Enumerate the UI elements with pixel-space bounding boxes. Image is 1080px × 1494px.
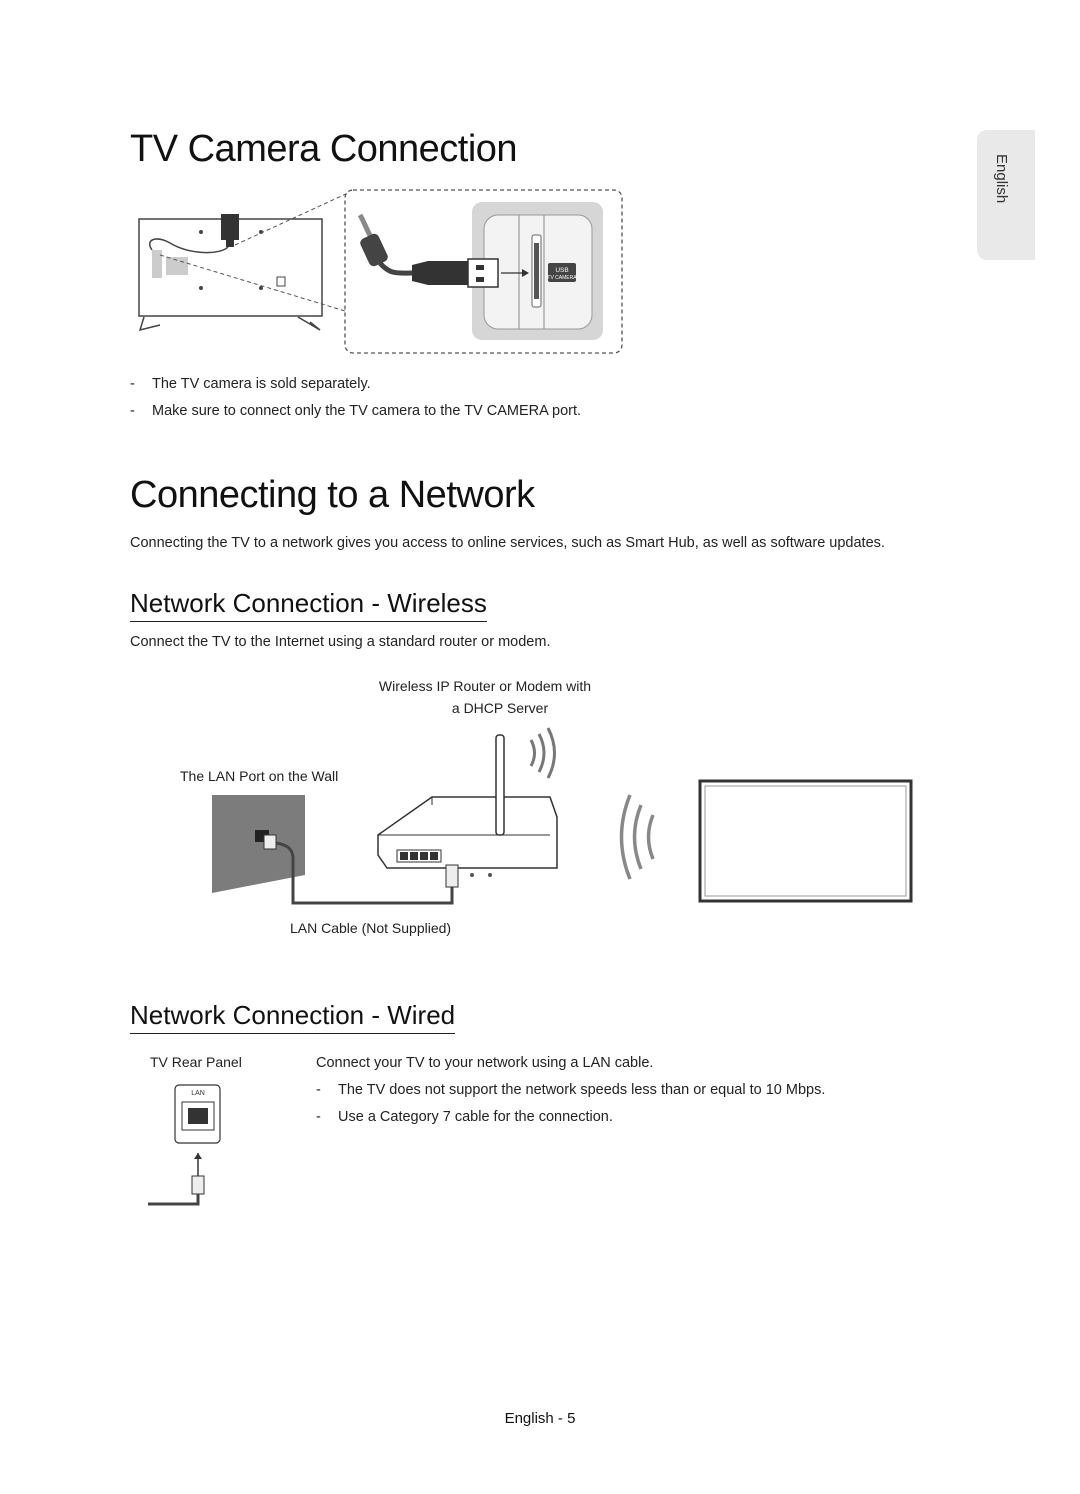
usb-port-label: USB	[555, 267, 568, 274]
wireless-intro: Connect the TV to the Internet using a s…	[130, 634, 551, 650]
wired-intro: Connect your TV to your network using a …	[316, 1055, 654, 1071]
camera-section-title: TV Camera Connection	[130, 128, 518, 170]
lan-port-label: LAN	[191, 1090, 205, 1097]
wireless-subtitle: Network Connection - Wireless	[130, 588, 487, 622]
router-label: Wireless IP Router or Modem with a DHCP …	[378, 678, 592, 716]
page-footer: English - 5	[504, 1410, 576, 1427]
lan-cable-label: LAN Cable (Not Supplied)	[290, 920, 452, 936]
camera-note-1: -The TV camera is sold separately.	[130, 376, 371, 392]
tv-camera-port-label: TV CAMERA	[547, 275, 577, 281]
wired-note-1: -The TV does not support the network spe…	[316, 1082, 826, 1098]
language-tab[interactable]: English	[977, 130, 1035, 260]
camera-connection-diagram: USB TV CAMERA	[138, 189, 623, 354]
wall-port-label: The LAN Port on the Wall	[180, 768, 339, 784]
camera-note-2: -Make sure to connect only the TV camera…	[130, 403, 582, 419]
network-section-title: Connecting to a Network	[130, 474, 535, 516]
network-intro: Connecting the TV to a network gives you…	[130, 535, 885, 551]
wired-note-2: -Use a Category 7 cable for the connecti…	[316, 1109, 613, 1125]
language-tab-label: English	[993, 154, 1010, 204]
rear-panel-label: TV Rear Panel	[150, 1054, 242, 1070]
wired-subtitle: Network Connection - Wired	[130, 1000, 456, 1034]
wired-connection-diagram: LAN	[148, 1084, 221, 1206]
wireless-connection-diagram	[212, 727, 913, 905]
